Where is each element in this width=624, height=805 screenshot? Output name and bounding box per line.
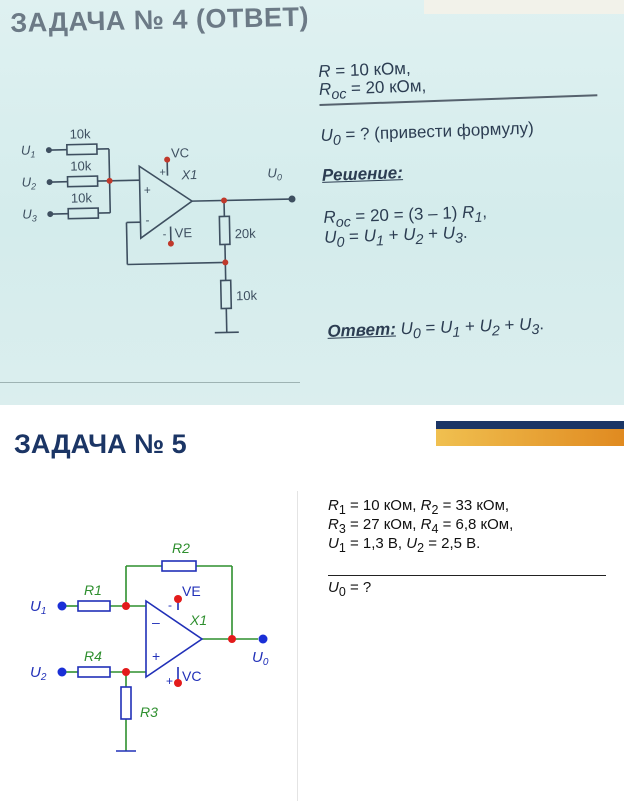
svg-text:U0: U0 — [252, 649, 269, 668]
slide-task-5: ЗАДАЧА № 5 — [0, 405, 624, 805]
svg-text:R3: R3 — [140, 704, 158, 720]
label-r-gnd: 10k — [236, 288, 258, 303]
given-line-1: R1 = 10 кОм, R2 = 33 кОм, — [328, 497, 510, 517]
label-r-fb: 20k — [235, 226, 257, 241]
svg-text:VE: VE — [182, 583, 201, 599]
svg-text:U3: U3 — [22, 206, 37, 223]
svg-text:+: + — [144, 183, 151, 197]
node-out — [221, 197, 228, 204]
node-ve — [174, 595, 182, 603]
circuit-diagram-task4: 10k 10k 10k 20k 10k U1 U2 U3 U0 VC VE X1… — [21, 126, 296, 334]
svg-text:VE: VE — [175, 225, 193, 240]
node-out — [228, 635, 236, 643]
terminal-u0 — [258, 634, 268, 644]
svg-text:R4: R4 — [84, 648, 102, 664]
circuit-frame — [6, 491, 298, 801]
node-vc — [164, 156, 171, 163]
resistor-r4 — [77, 666, 111, 678]
question-line-2: U0 = ? — [328, 579, 372, 599]
label-r3: 10k — [71, 190, 93, 205]
terminal-u0 — [288, 195, 296, 203]
resistor-10k-c — [67, 207, 100, 220]
node-ve — [167, 240, 174, 247]
node-vc — [174, 679, 182, 687]
slide2-title: ЗАДАЧА № 5 — [14, 429, 187, 459]
terminal-u1 — [57, 601, 67, 611]
svg-text:-: - — [145, 213, 149, 227]
svg-text:U2: U2 — [21, 174, 36, 191]
svg-text:VC: VC — [182, 668, 201, 684]
svg-text:+: + — [152, 648, 160, 664]
given-line-3: U1 = 1,3 В, U2 = 2,5 В. — [328, 535, 481, 555]
solution-line-2: U0 = U1 + U2 + U3. — [323, 222, 468, 251]
terminal-u1 — [45, 147, 52, 154]
svg-text:X1: X1 — [189, 612, 207, 628]
label-r2: 10k — [70, 158, 92, 173]
svg-text:X1: X1 — [180, 167, 197, 182]
svg-text:U1: U1 — [21, 142, 36, 159]
given-line-2: R3 = 27 кОм, R4 = 6,8 кОм, — [328, 516, 514, 536]
slide1-bottom-rule — [0, 382, 300, 383]
svg-text:+: + — [159, 167, 166, 179]
svg-text:+: + — [166, 674, 173, 688]
slide-task-4-answer: ЗАДАЧА № 4 (ОТВЕТ) — [0, 0, 624, 405]
resistor-r2 — [161, 560, 197, 572]
svg-text:-: - — [168, 598, 172, 612]
opamp-triangle — [145, 599, 204, 679]
resistor-20k — [218, 215, 231, 246]
header-bar-navy — [436, 421, 624, 429]
svg-text:VC: VC — [171, 145, 189, 160]
node-sum — [106, 177, 113, 184]
label-r1: 10k — [69, 126, 91, 141]
terminal-u2 — [46, 179, 53, 186]
circuit-diagram-task5: R1 R2 R4 R3 X1 VE VC – + - + U1 U2 U0 — [30, 540, 269, 752]
svg-text:–: – — [152, 614, 160, 630]
given-roc: Roc = 20 кОм, — [318, 76, 427, 103]
node-noninv — [122, 668, 130, 676]
resistor-10k-gnd — [219, 279, 233, 310]
node-fb — [222, 259, 229, 266]
given-divider-2 — [328, 575, 606, 576]
svg-text:U1: U1 — [30, 598, 46, 617]
svg-text:R2: R2 — [172, 540, 190, 556]
resistor-r3 — [120, 686, 132, 720]
slide-corner-decoration — [424, 0, 624, 14]
resistor-10k-a — [66, 143, 98, 156]
node-inv — [122, 602, 130, 610]
solution-label: Решение: — [321, 163, 404, 185]
svg-text:R1: R1 — [84, 582, 102, 598]
svg-text:-: - — [163, 229, 167, 241]
svg-text:U0: U0 — [267, 165, 282, 182]
header-bar-orange — [436, 429, 624, 446]
terminal-u2 — [57, 667, 67, 677]
resistor-10k-b — [66, 175, 99, 188]
resistor-r1 — [77, 600, 111, 612]
svg-text:U2: U2 — [30, 664, 47, 683]
terminal-u3 — [47, 211, 54, 218]
